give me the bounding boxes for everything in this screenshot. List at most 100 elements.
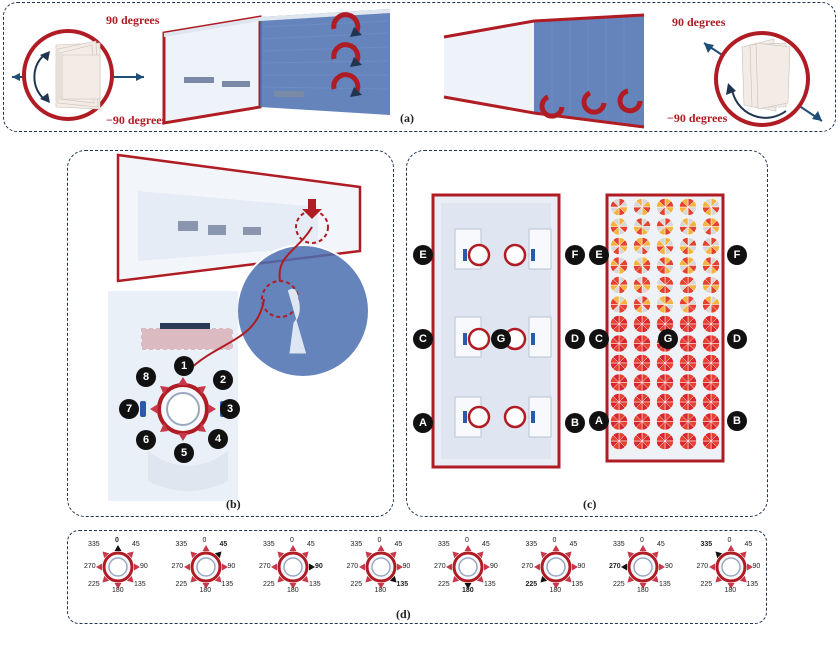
dial-angle-label: 45 bbox=[744, 541, 753, 548]
heatmap-sector bbox=[681, 217, 689, 228]
dial-angle-label: 45 bbox=[482, 541, 490, 548]
heatmap-sector bbox=[704, 432, 712, 442]
position-callout-6: 6 bbox=[136, 430, 156, 450]
dial-angle-label: 0 bbox=[727, 537, 732, 544]
direction-arrow bbox=[271, 563, 277, 571]
direction-arrow bbox=[301, 575, 309, 583]
heatmap-sector bbox=[635, 354, 643, 364]
dial-angle-label: 180 bbox=[112, 587, 124, 594]
heatmap-sector bbox=[635, 315, 643, 325]
dial-angle-label: 0 bbox=[552, 537, 557, 544]
marker-B-right: B bbox=[727, 411, 747, 431]
active-direction-arrow bbox=[464, 583, 472, 589]
active-direction-arrow bbox=[621, 563, 627, 571]
heatmap-sector bbox=[635, 217, 643, 228]
heatmap-sector bbox=[658, 217, 666, 228]
heatmap-sector bbox=[704, 217, 712, 228]
heatmap-sector bbox=[681, 237, 689, 247]
dial-angle-label: 135 bbox=[659, 581, 671, 588]
panel-c: E F C G D A B E F C G D A B (c) bbox=[406, 150, 768, 517]
heatmap-sector bbox=[658, 276, 666, 286]
position-callout-7: 7 bbox=[119, 399, 139, 419]
marker-G-left: G bbox=[491, 329, 511, 349]
direction-arrow bbox=[377, 583, 384, 589]
dial-graphic bbox=[271, 545, 315, 589]
panel-b: 1 2 3 4 5 6 7 8 (b) bbox=[67, 150, 394, 517]
dial-angle-label: 135 bbox=[396, 581, 409, 588]
marker-B-left: B bbox=[565, 413, 585, 433]
heatmap-sector bbox=[635, 393, 643, 403]
active-direction-arrow bbox=[389, 575, 397, 583]
left-bottom-degree-label: −90 degrees bbox=[106, 113, 167, 127]
heatmap-sector bbox=[704, 393, 712, 403]
heatmap-sector bbox=[704, 334, 712, 345]
direction-arrow bbox=[289, 583, 297, 589]
dial-angle-label: 270 bbox=[346, 563, 359, 570]
dial-graphic bbox=[446, 545, 490, 589]
direction-arrow bbox=[571, 563, 578, 571]
dial-angle-label: 0 bbox=[465, 537, 469, 544]
direction-arrow bbox=[651, 551, 659, 559]
heatmap-sector bbox=[704, 295, 712, 306]
dial-angle-label: 135 bbox=[309, 581, 321, 588]
direction-arrow bbox=[464, 545, 472, 551]
heatmap-sector bbox=[612, 295, 620, 306]
heatmap-sector bbox=[658, 412, 666, 423]
heatmap-sector bbox=[681, 412, 689, 423]
position-callout-8: 8 bbox=[136, 367, 156, 387]
direction-arrow bbox=[564, 575, 572, 583]
dial-angle-label: 270 bbox=[434, 563, 446, 570]
direction-arrow bbox=[102, 575, 110, 583]
dial-angle-label: 0 bbox=[115, 537, 119, 544]
dial-graphic bbox=[96, 545, 140, 589]
heatmap-sector bbox=[704, 198, 712, 208]
dial-angle-label: 135 bbox=[134, 581, 146, 588]
direction-arrow bbox=[539, 551, 547, 559]
heatmap-sector bbox=[681, 276, 689, 286]
heatmap-sector bbox=[681, 373, 689, 384]
left-louver-rotation-diagram bbox=[12, 29, 144, 121]
direction-arrow bbox=[627, 575, 635, 583]
dial-angle-label: 270 bbox=[609, 563, 621, 570]
marker-G-right: G bbox=[658, 329, 678, 349]
dial-angle-label: 335 bbox=[350, 541, 363, 548]
dial-angle-label: 180 bbox=[287, 587, 299, 594]
heatmap-sector bbox=[635, 237, 643, 247]
heatmap-sector bbox=[681, 315, 689, 325]
heatmap-sector bbox=[612, 354, 620, 364]
right-room-vertical-louvers bbox=[443, 13, 645, 129]
dial-angle-label: 180 bbox=[724, 587, 737, 594]
direction-arrow bbox=[708, 563, 715, 571]
direction-arrow bbox=[102, 551, 110, 559]
heatmap-sector bbox=[681, 198, 689, 208]
direction-arrow bbox=[452, 551, 460, 559]
heatmap-sector bbox=[681, 295, 689, 306]
dial-angle-label: 335 bbox=[700, 541, 713, 548]
heatmap-sector bbox=[658, 393, 666, 403]
heatmap-sector bbox=[635, 373, 643, 384]
dial-angle-label: 225 bbox=[700, 581, 713, 588]
dial-angle-label: 45 bbox=[394, 541, 403, 548]
position-callout-1: 1 bbox=[174, 356, 194, 376]
marker-D-right: D bbox=[727, 329, 747, 349]
direction-arrow bbox=[714, 575, 722, 583]
dial-angle-label: 180 bbox=[199, 587, 212, 594]
heatmap-sector bbox=[612, 198, 620, 208]
panel-a: 90 degrees −90 degrees bbox=[3, 2, 836, 132]
direction-arrow bbox=[364, 551, 372, 559]
heatmap-sector bbox=[704, 276, 712, 286]
position-callout-4: 4 bbox=[208, 429, 228, 449]
direction-arrow bbox=[651, 575, 659, 583]
heatmap-sector bbox=[635, 334, 643, 345]
heatmap-sector bbox=[612, 373, 620, 384]
right-louver-rotation-diagram bbox=[703, 31, 823, 127]
direction-arrow bbox=[277, 551, 285, 559]
dial-angle-label: 270 bbox=[521, 563, 534, 570]
dial-graphic bbox=[708, 545, 753, 589]
dial-angle-label: 135 bbox=[484, 581, 496, 588]
dial-angle-label: 270 bbox=[171, 563, 184, 570]
heatmap-sector bbox=[658, 295, 666, 306]
dial-angle-label: 135 bbox=[571, 581, 584, 588]
heatmap-sector bbox=[635, 295, 643, 306]
